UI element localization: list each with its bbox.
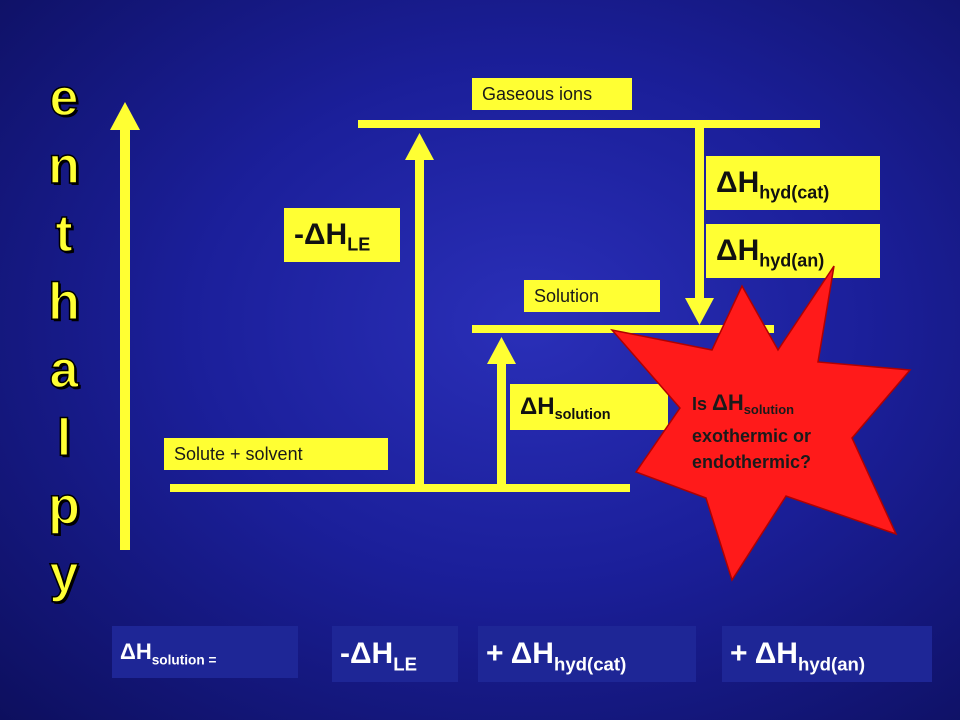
- enthalpy-axis-arrow: [110, 102, 140, 550]
- enthalpy-letter: h: [47, 272, 80, 332]
- solution-enthalpy-sub: solution: [554, 407, 611, 424]
- enthalpy-letter: e: [49, 68, 79, 128]
- hydration-anion-box: ΔHhyd(an): [706, 224, 880, 278]
- gaseous-ions-level-line: [358, 120, 820, 128]
- solution-level-line: [472, 325, 774, 333]
- enthalpy-letter: a: [49, 340, 79, 400]
- equation-term-lattice: -ΔHLE: [332, 626, 458, 682]
- equation-term-hyd-an: + ΔHhyd(an): [722, 626, 932, 682]
- solution-enthalpy-box: ΔHsolution: [510, 384, 668, 430]
- hydration-cation-main: ΔH: [716, 166, 760, 199]
- enthalpy-letter: t: [55, 204, 74, 264]
- solute-solvent-level-line: [170, 484, 630, 492]
- lattice-enthalpy-main: -ΔH: [294, 218, 348, 251]
- starburst-question: Is ΔHsolution exothermic or endothermic?: [692, 390, 892, 475]
- hydration-anion-main: ΔH: [716, 234, 760, 267]
- lattice-enthalpy-sub: LE: [347, 234, 371, 255]
- starburst-line-1: Is ΔHsolution: [692, 390, 795, 417]
- enthalpy-letter: n: [47, 136, 80, 196]
- equation-term-hyd-cat: + ΔHhyd(cat): [478, 626, 696, 682]
- solution-enthalpy-arrow: [487, 337, 516, 484]
- hydration-anion-sub: hyd(an): [759, 250, 825, 271]
- starburst-callout: [610, 265, 912, 582]
- enthalpy-letter: l: [56, 408, 72, 468]
- lattice-enthalpy-box: -ΔHLE: [284, 208, 400, 262]
- lattice-energy-arrow: [405, 133, 434, 484]
- hydration-arrow: [685, 128, 714, 325]
- gaseous-ions-label: Gaseous ions: [472, 78, 632, 110]
- solution-enthalpy-main: ΔH: [520, 393, 555, 420]
- starburst-line-2: exothermic or: [692, 425, 812, 446]
- hydration-cation-box: ΔHhyd(cat): [706, 156, 880, 210]
- enthalpy-letter: p: [47, 476, 80, 536]
- starburst-line-3: endothermic?: [692, 451, 812, 472]
- solution-label: Solution: [524, 280, 660, 312]
- hydration-cation-sub: hyd(cat): [759, 182, 830, 203]
- equation-lhs: ΔHsolution =: [112, 626, 298, 678]
- solute-solvent-label: Solute + solvent: [164, 438, 388, 470]
- enthalpy-letter: y: [49, 544, 79, 604]
